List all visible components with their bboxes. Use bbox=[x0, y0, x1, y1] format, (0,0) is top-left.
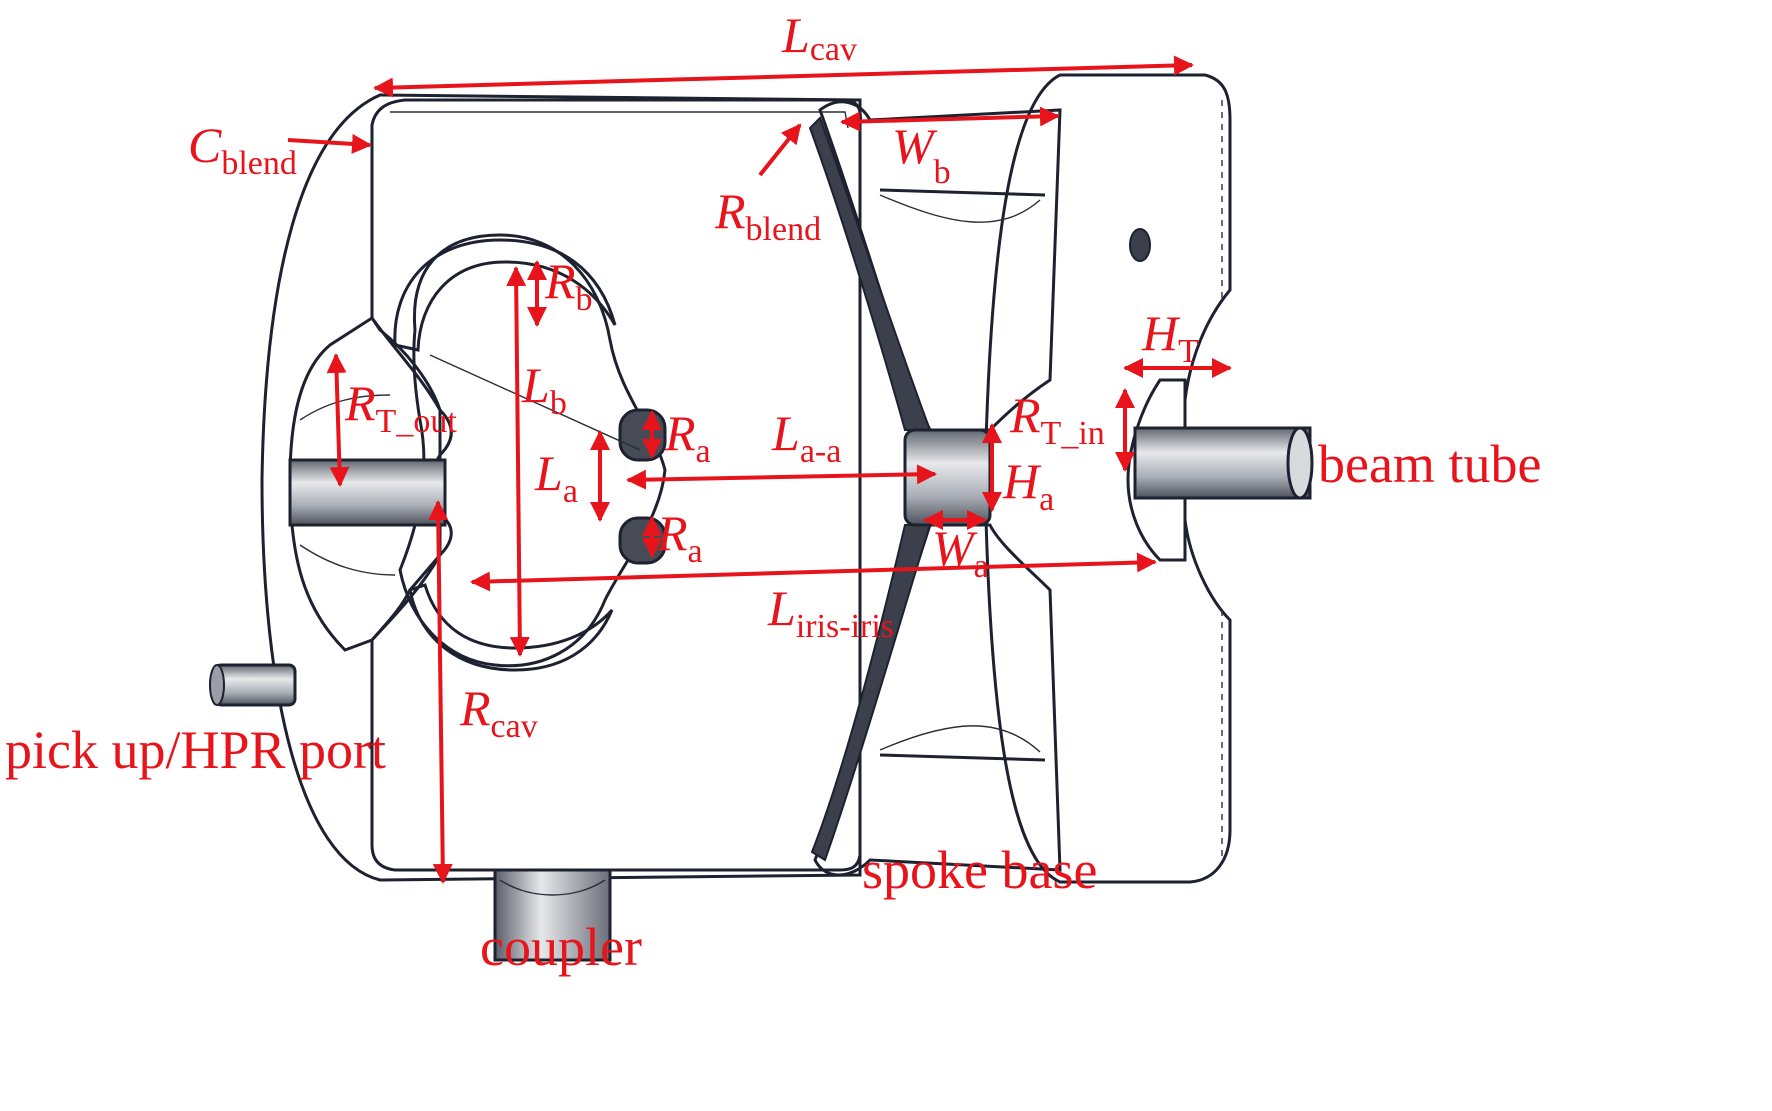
label-l-a-a: La-a bbox=[771, 405, 841, 470]
left-iris-top bbox=[618, 408, 667, 462]
label-l-b: Lb bbox=[521, 357, 567, 422]
label-beam-tube: beam tube bbox=[1318, 434, 1541, 494]
beam-tube bbox=[1133, 426, 1312, 500]
left-beam-tube bbox=[288, 458, 447, 527]
label-l-iris-iris: Liris-iris bbox=[767, 580, 894, 645]
label-r-a-bottom: Ra bbox=[656, 505, 703, 570]
left-torus-top bbox=[393, 238, 617, 352]
label-r-t-out: RT_out bbox=[344, 375, 457, 440]
left-outer-bell bbox=[288, 315, 442, 652]
label-coupler: coupler bbox=[480, 917, 642, 977]
port-hole bbox=[1129, 228, 1151, 262]
label-r-b: Rb bbox=[544, 253, 593, 318]
dimension-arrows bbox=[287, 55, 1232, 884]
label-h-t: HT bbox=[1141, 305, 1199, 370]
right-beam-port bbox=[1126, 228, 1314, 562]
label-r-a-top: Ra bbox=[664, 405, 711, 470]
label-w-a: Wa bbox=[932, 520, 989, 585]
label-l-cav: Lcav bbox=[781, 7, 857, 68]
label-w-b: Wb bbox=[892, 118, 951, 191]
left-nose-cone bbox=[393, 233, 667, 672]
label-pickup-port: pick up/HPR port bbox=[5, 720, 386, 780]
left-beam-port bbox=[288, 315, 447, 652]
outer-shell bbox=[260, 93, 862, 882]
dimension-labels: Lcav Cblend Wb Rblend Rb Lb RT_out Ra La… bbox=[188, 7, 1199, 745]
label-r-blend: Rblend bbox=[714, 183, 821, 248]
coupler-port bbox=[493, 868, 612, 962]
left-torus-bottom bbox=[408, 583, 614, 672]
spoke-lower-wall bbox=[813, 523, 1062, 877]
label-r-t-in: RT_in bbox=[1009, 387, 1105, 452]
pickup-port bbox=[209, 663, 297, 707]
component-labels: beam tube pick up/HPR port spoke base co… bbox=[5, 434, 1541, 977]
label-h-a: Ha bbox=[1002, 453, 1054, 518]
right-iris bbox=[903, 428, 992, 527]
label-spoke-base: spoke base bbox=[862, 840, 1097, 900]
label-r-cav: Rcav bbox=[459, 680, 538, 745]
label-c-blend: Cblend bbox=[188, 117, 297, 182]
label-l-a: La bbox=[534, 445, 578, 510]
right-end-cap bbox=[983, 73, 1232, 884]
